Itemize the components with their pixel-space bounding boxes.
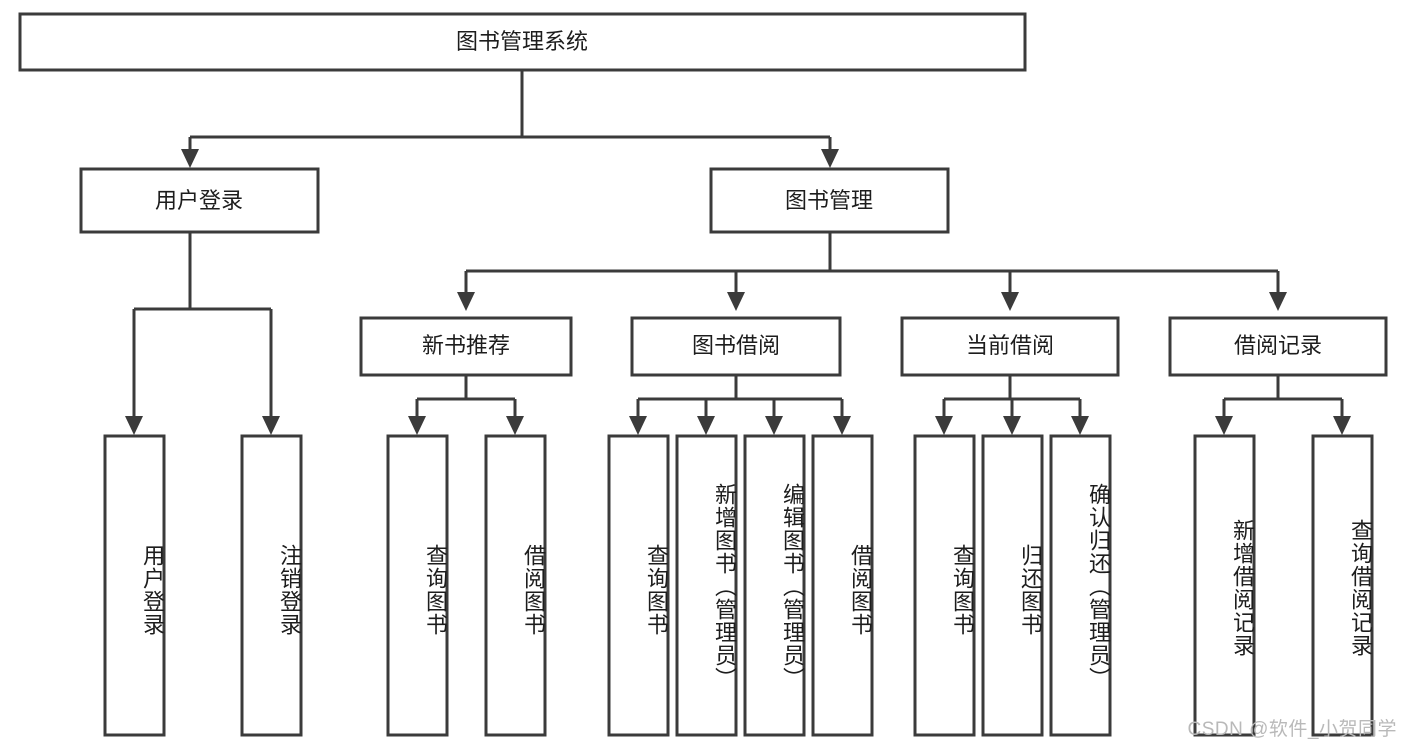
- leaf-box-book-borrow-2[interactable]: [743, 434, 806, 737]
- leaf-box-borrow-record-1[interactable]: [1311, 434, 1374, 737]
- node-book-borrow-label: 图书借阅: [692, 333, 780, 358]
- node-root-box[interactable]: [18, 12, 1027, 72]
- leaf-box-current-borrow-2[interactable]: [1049, 434, 1112, 737]
- leaf-box-current-borrow-0[interactable]: [913, 434, 976, 737]
- node-borrow-record-box[interactable]: [1168, 316, 1388, 377]
- connector-currentborrow-to-leaves: [935, 375, 1089, 435]
- leaf-box-book-borrow-0[interactable]: [607, 434, 670, 737]
- node-current-borrow-box[interactable]: [900, 316, 1120, 377]
- node-borrow-record[interactable]: 借阅记录: [1168, 316, 1388, 377]
- connector-root-to-level2: [181, 70, 839, 168]
- connector-bookmgmt-to-level3: [457, 232, 1287, 311]
- watermark: CSDN @软件_小贺同学: [1187, 719, 1397, 740]
- leaf-box-new-book-0[interactable]: [386, 434, 449, 737]
- leaf-box-book-borrow-1[interactable]: [675, 434, 738, 737]
- node-user-login-label: 用户登录: [155, 188, 243, 213]
- node-user-login[interactable]: 用户登录: [79, 167, 320, 234]
- connector-userlogin-to-leaves: [125, 232, 280, 435]
- node-current-borrow-label: 当前借阅: [966, 333, 1054, 358]
- leaf-box-user-login-1[interactable]: [240, 434, 303, 737]
- leaf-box-current-borrow-1[interactable]: [981, 434, 1044, 737]
- node-borrow-record-label: 借阅记录: [1234, 333, 1322, 358]
- leaf-box-book-borrow-3[interactable]: [811, 434, 874, 737]
- node-user-login-box[interactable]: [79, 167, 320, 234]
- leaf-box-new-book-1[interactable]: [484, 434, 547, 737]
- node-new-book-recommend-box[interactable]: [359, 316, 573, 377]
- node-new-book-recommend-label: 新书推荐: [422, 333, 510, 358]
- node-current-borrow[interactable]: 当前借阅: [900, 316, 1120, 377]
- connector-newbook-to-leaves: [408, 375, 524, 435]
- leaf-box-borrow-record-0[interactable]: [1193, 434, 1256, 737]
- node-root-label: 图书管理系统: [456, 29, 588, 54]
- connector-bookborrow-to-leaves: [629, 375, 851, 435]
- connector-borrowrecord-to-leaves: [1215, 375, 1351, 435]
- node-book-management[interactable]: 图书管理: [709, 167, 950, 234]
- node-book-borrow[interactable]: 图书借阅: [630, 316, 842, 377]
- node-root[interactable]: 图书管理系统: [18, 12, 1027, 72]
- node-book-borrow-box[interactable]: [630, 316, 842, 377]
- node-new-book-recommend[interactable]: 新书推荐: [359, 316, 573, 377]
- node-book-management-label: 图书管理: [785, 188, 873, 213]
- leaf-box-user-login-0[interactable]: [103, 434, 166, 737]
- node-book-management-box[interactable]: [709, 167, 950, 234]
